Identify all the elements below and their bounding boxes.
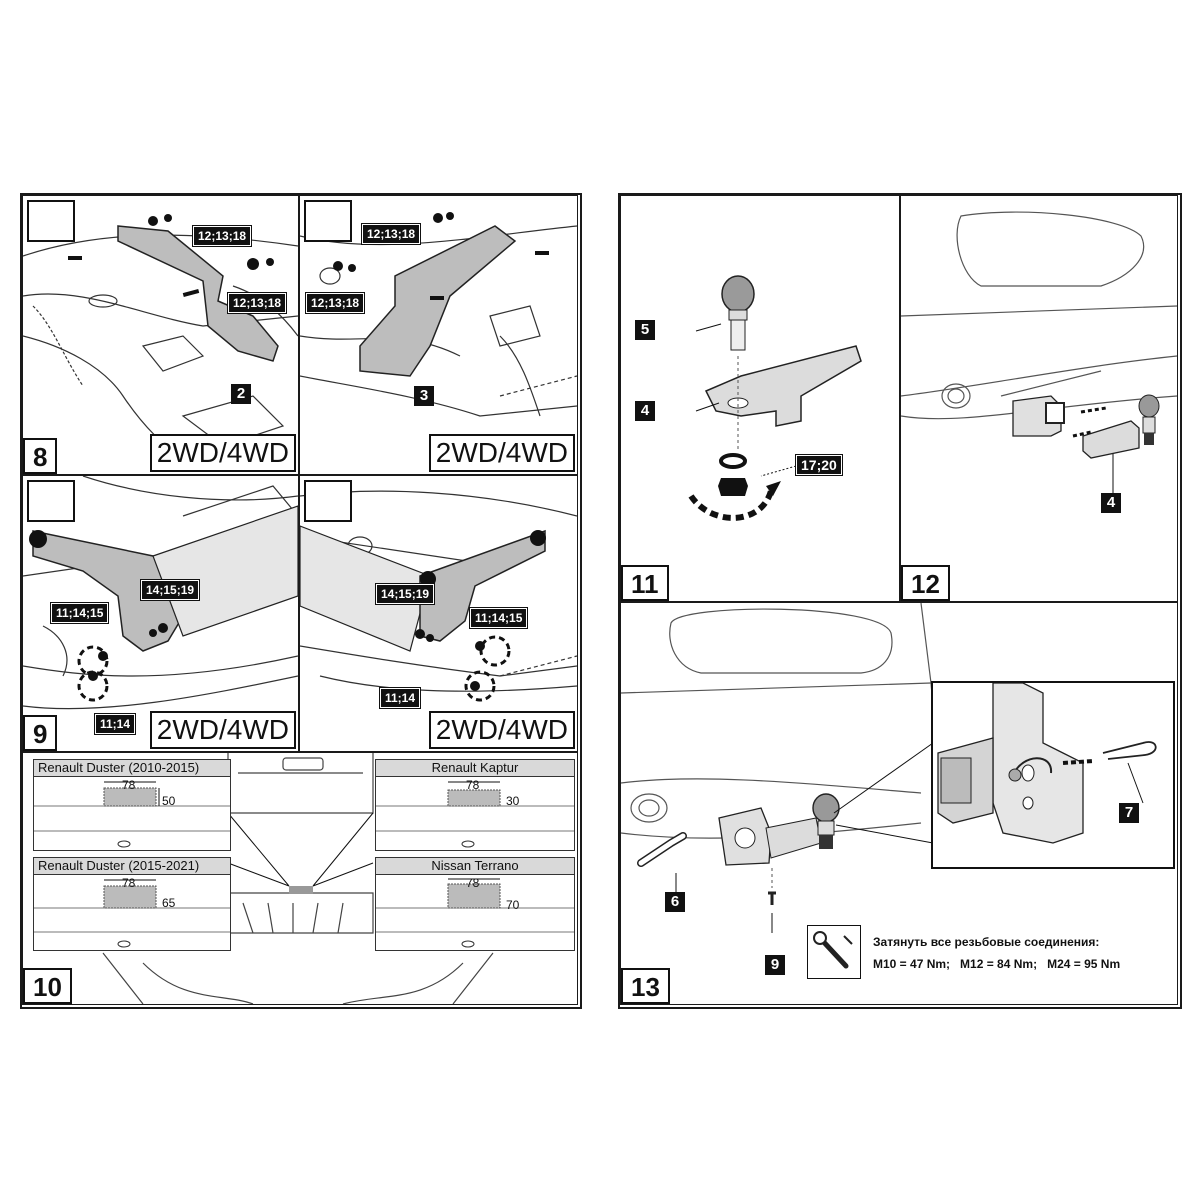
cutout-width: 78: [122, 778, 136, 792]
step-10-bumper-drawing: [102, 753, 494, 1004]
hitch-pin-detail-drawing: [937, 683, 1157, 844]
label-part-6: 6: [665, 892, 685, 912]
car-rear-view-icon: [27, 480, 75, 522]
car-rear-view-icon: [304, 480, 352, 522]
hitch-pin-detail-inset: [931, 681, 1175, 869]
cutout-drawing: [34, 879, 230, 948]
label-part-7: 7: [1119, 803, 1139, 823]
label-part-4: 4: [1101, 493, 1121, 513]
panel-step-12: 4 12: [900, 195, 1178, 602]
cutout-height: 30: [506, 794, 520, 808]
panel-step-8: 12;13;18 12;13;18 2 8 2WD/4WD: [22, 195, 299, 475]
template-title: Renault Kaptur: [376, 760, 574, 777]
step-number: 8: [23, 438, 58, 474]
step-number: 12: [901, 565, 950, 601]
cutout-width: 78: [466, 876, 480, 890]
panel-step-10: Renault Duster (2010-2015) 78 50 Renault…: [22, 752, 578, 1005]
drive-type-label: 2WD/4WD: [428, 711, 575, 749]
cutout-height: 70: [506, 898, 520, 912]
torque-instruction-title: Затянуть все резьбовые соединения:: [873, 935, 1100, 949]
label-parts-11-14-15: 11;14;15: [468, 607, 529, 629]
torque-wrench-icon: [807, 925, 861, 979]
step-9-drawing: [23, 476, 298, 710]
car-rear-view-icon: [304, 200, 352, 242]
label-parts-14-15-19: 14;15;19: [374, 583, 436, 605]
step-9-right-drawing: [300, 490, 577, 702]
hole-template-kaptur: Renault Kaptur 78 30: [375, 759, 575, 851]
panel-step-9-right-side: 14;15;19 11;14;15 11;14 2WD/4WD: [299, 475, 578, 752]
label-parts-12-13-18: 12;13;18: [226, 292, 288, 314]
step-number: 9: [23, 715, 58, 751]
label-parts-11-14-15: 11;14;15: [49, 602, 110, 624]
cutout-drawing: [376, 878, 574, 948]
hole-template-duster-2010-2015: Renault Duster (2010-2015) 78 50: [33, 759, 231, 851]
template-title: Renault Duster (2010-2015): [34, 760, 230, 777]
label-part-2: 2: [231, 384, 251, 404]
label-part-5: 5: [635, 320, 655, 340]
label-parts-12-13-18: 12;13;18: [304, 292, 366, 314]
hole-template-nissan-terrano: Nissan Terrano 78 70: [375, 857, 575, 951]
cutout-width: 78: [466, 778, 480, 792]
label-part-4: 4: [635, 401, 655, 421]
label-parts-11-14: 11;14: [378, 687, 422, 709]
label-parts-17-20: 17;20: [795, 454, 843, 476]
label-parts-12-13-18: 12;13;18: [191, 225, 253, 247]
step-11-towball-drawing: [688, 275, 862, 521]
step-number: 13: [621, 968, 670, 1004]
template-title: Nissan Terrano: [376, 858, 574, 875]
torque-values: M10 = 47 Nm; M12 = 84 Nm; M24 = 95 Nm: [873, 957, 1121, 971]
cutout-drawing: [34, 781, 230, 848]
drive-type-label: 2WD/4WD: [149, 711, 296, 749]
drive-type-label: 2WD/4WD: [428, 434, 575, 472]
drive-type-label: 2WD/4WD: [149, 434, 296, 472]
label-parts-12-13-18: 12;13;18: [360, 223, 422, 245]
step-number: 10: [23, 968, 72, 1004]
panel-step-8-right-side: 12;13;18 12;13;18 3 2WD/4WD: [299, 195, 578, 475]
cutout-width: 78: [122, 876, 136, 890]
cutout-height: 65: [162, 896, 176, 910]
label-part-9: 9: [765, 955, 785, 975]
panel-step-9: 14;15;19 11;14;15 11;14 9 2WD/4WD: [22, 475, 299, 752]
panel-step-11: 5 4 17;20 11: [620, 195, 900, 602]
hole-template-duster-2015-2021: Renault Duster (2015-2021) 78 65: [33, 857, 231, 951]
cutout-drawing: [376, 781, 574, 848]
panel-step-13: 6 9 7 Затянуть все резьбовые соединения:…: [620, 602, 1178, 1005]
label-parts-11-14: 11;14: [93, 713, 137, 735]
step-12-receiver-drawing: [901, 211, 1177, 496]
template-title: Renault Duster (2015-2021): [34, 858, 230, 875]
car-rear-view-icon: [27, 200, 75, 242]
cutout-height: 50: [162, 794, 176, 808]
label-parts-14-15-19: 14;15;19: [139, 579, 201, 601]
step-number: 11: [621, 565, 669, 601]
label-part-3: 3: [414, 386, 434, 406]
